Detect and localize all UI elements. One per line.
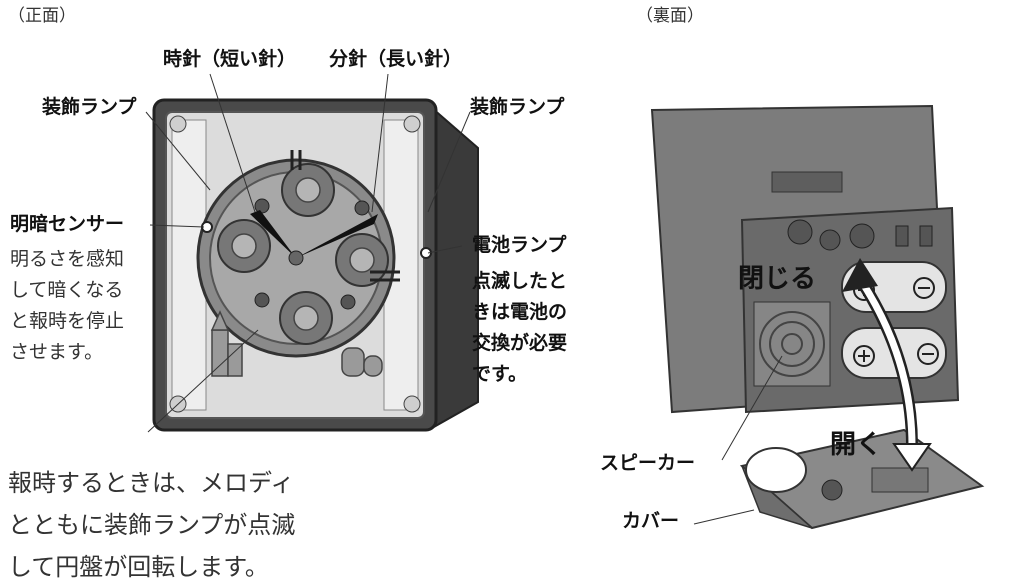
open-label: 開く (830, 430, 883, 460)
back-leader-lines (693, 355, 783, 525)
light-sensor-label: 明暗センサー (10, 213, 125, 235)
battery-lamp-description: 点滅したときは電池の交換が必要です。 (472, 270, 568, 385)
light-sensor-description: 明るさを感知して暗くなると報時を停止させます。 (10, 248, 125, 363)
open-close-arrow (842, 258, 932, 472)
deco-lamp-left-label: 装飾ランプ (42, 96, 137, 118)
front-clock (152, 98, 479, 432)
front-leader-lines (145, 73, 471, 433)
deco-lamp-right-label: 装飾ランプ (470, 96, 565, 118)
minute-hand-label: 分針（長い針） (329, 48, 463, 70)
illustration (145, 73, 985, 530)
back-clock (650, 104, 985, 530)
battery-lamp-label: 電池ランプ (472, 234, 567, 256)
chime-description: 報時するときは、メロディとともに装飾ランプが点滅して円盤が回転します。 (8, 469, 296, 581)
back-header: （裏面） (636, 6, 704, 26)
speaker-label: スピーカー (600, 452, 696, 474)
hour-hand-label: 時針（短い針） (163, 48, 297, 70)
close-label: 閉じる (738, 264, 817, 294)
cover-label: カバー (622, 510, 680, 532)
front-header: （正面） (8, 6, 76, 26)
